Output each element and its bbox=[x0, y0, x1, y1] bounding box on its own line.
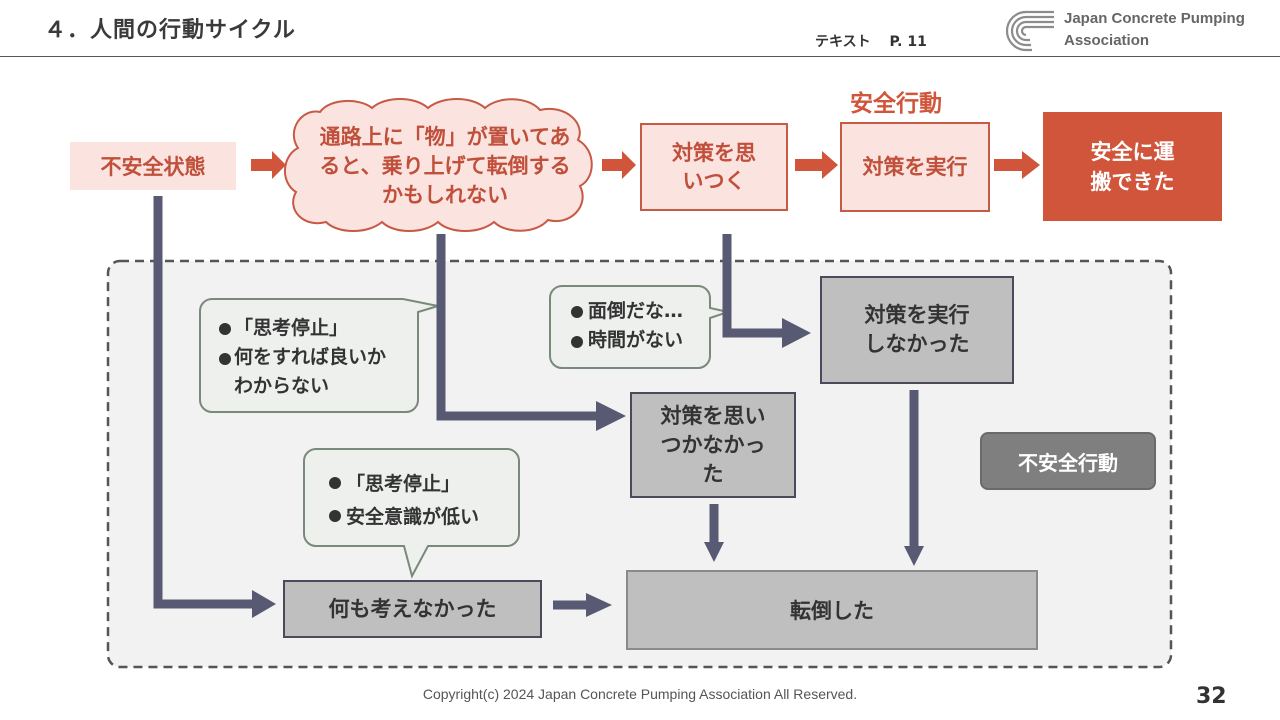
unsafe-state-box: 不安全状態 bbox=[70, 142, 236, 190]
bubble-middle-line-1: 面倒だな… bbox=[588, 300, 684, 322]
bubble-left-line-2: 何をすれば良いか bbox=[234, 346, 387, 368]
organization-name: Japan Concrete Pumping Association bbox=[1064, 8, 1245, 52]
did-not-execute-label: 対策を実行しなかった bbox=[864, 303, 970, 356]
page-number: 32 bbox=[1196, 684, 1227, 709]
text-reference: テキスト P. 11 bbox=[815, 34, 927, 50]
think-measure-box: 対策を思いつく bbox=[640, 123, 788, 211]
bubble-left-line-1: 「思考停止」 bbox=[234, 317, 349, 339]
thought-cloud-shape bbox=[284, 98, 593, 232]
bubble-middle-line-2: 時間がない bbox=[588, 329, 684, 351]
gray-flow-arrows bbox=[153, 196, 919, 610]
page-title: ４．人間の行動サイクル bbox=[44, 18, 296, 43]
unsafe-action-label: 不安全行動 bbox=[1018, 450, 1118, 475]
fell-label: 転倒した bbox=[790, 599, 874, 623]
bubble-middle-shape bbox=[549, 285, 732, 369]
think-measure-label: 対策を思いつく bbox=[672, 141, 756, 193]
bubble-left: 「思考停止」 何をすれば良いか わからない bbox=[234, 314, 386, 401]
bubble-lower-line-2: 安全意識が低い bbox=[346, 506, 480, 528]
execute-measure-label: 対策を実行 bbox=[862, 155, 968, 179]
thought-nothing-box: 何も考えなかった bbox=[283, 580, 542, 638]
org-line-1: Japan Concrete Pumping bbox=[1064, 10, 1245, 27]
top-flow-arrows bbox=[251, 151, 1040, 179]
fell-box: 転倒した bbox=[626, 570, 1038, 650]
thought-cloud: 通路上に「物」が置いてあると、乗り上げて転倒するかもしれない bbox=[316, 112, 574, 220]
bubble-lower: 「思考停止」 安全意識が低い bbox=[346, 468, 479, 534]
bullet-dots bbox=[219, 306, 583, 522]
copyright: Copyright(c) 2024 Japan Concrete Pumping… bbox=[422, 686, 858, 702]
jcpa-logo-icon bbox=[1005, 10, 1054, 52]
org-line-2: Association bbox=[1064, 32, 1150, 49]
thought-cloud-text: 通路上に「物」が置いてあると、乗り上げて転倒するかもしれない bbox=[319, 124, 571, 207]
could-not-think-box: 対策を思いつかなかった bbox=[630, 392, 796, 498]
bubble-middle: 面倒だな… 時間がない bbox=[588, 297, 683, 355]
could-not-think-label: 対策を思いつかなかった bbox=[660, 403, 766, 486]
unsafe-action-badge: 不安全行動 bbox=[980, 432, 1156, 490]
header-divider bbox=[0, 56, 1280, 57]
bubble-left-shape bbox=[199, 298, 439, 413]
result-label: 安全に運搬できた bbox=[1090, 139, 1175, 194]
unsafe-state-label: 不安全状態 bbox=[100, 155, 206, 179]
bubble-left-line-3: わからない bbox=[234, 375, 330, 397]
result-box: 安全に運搬できた bbox=[1043, 112, 1222, 221]
gray-arrow-heads bbox=[252, 318, 924, 618]
execute-measure-box: 対策を実行 bbox=[840, 122, 990, 212]
did-not-execute-box: 対策を実行しなかった bbox=[820, 276, 1014, 384]
safe-action-label: 安全行動 bbox=[850, 91, 942, 117]
thought-nothing-label: 何も考えなかった bbox=[328, 596, 497, 621]
bubble-lower-shape bbox=[303, 448, 520, 579]
bubble-lower-line-1: 「思考停止」 bbox=[346, 473, 461, 495]
